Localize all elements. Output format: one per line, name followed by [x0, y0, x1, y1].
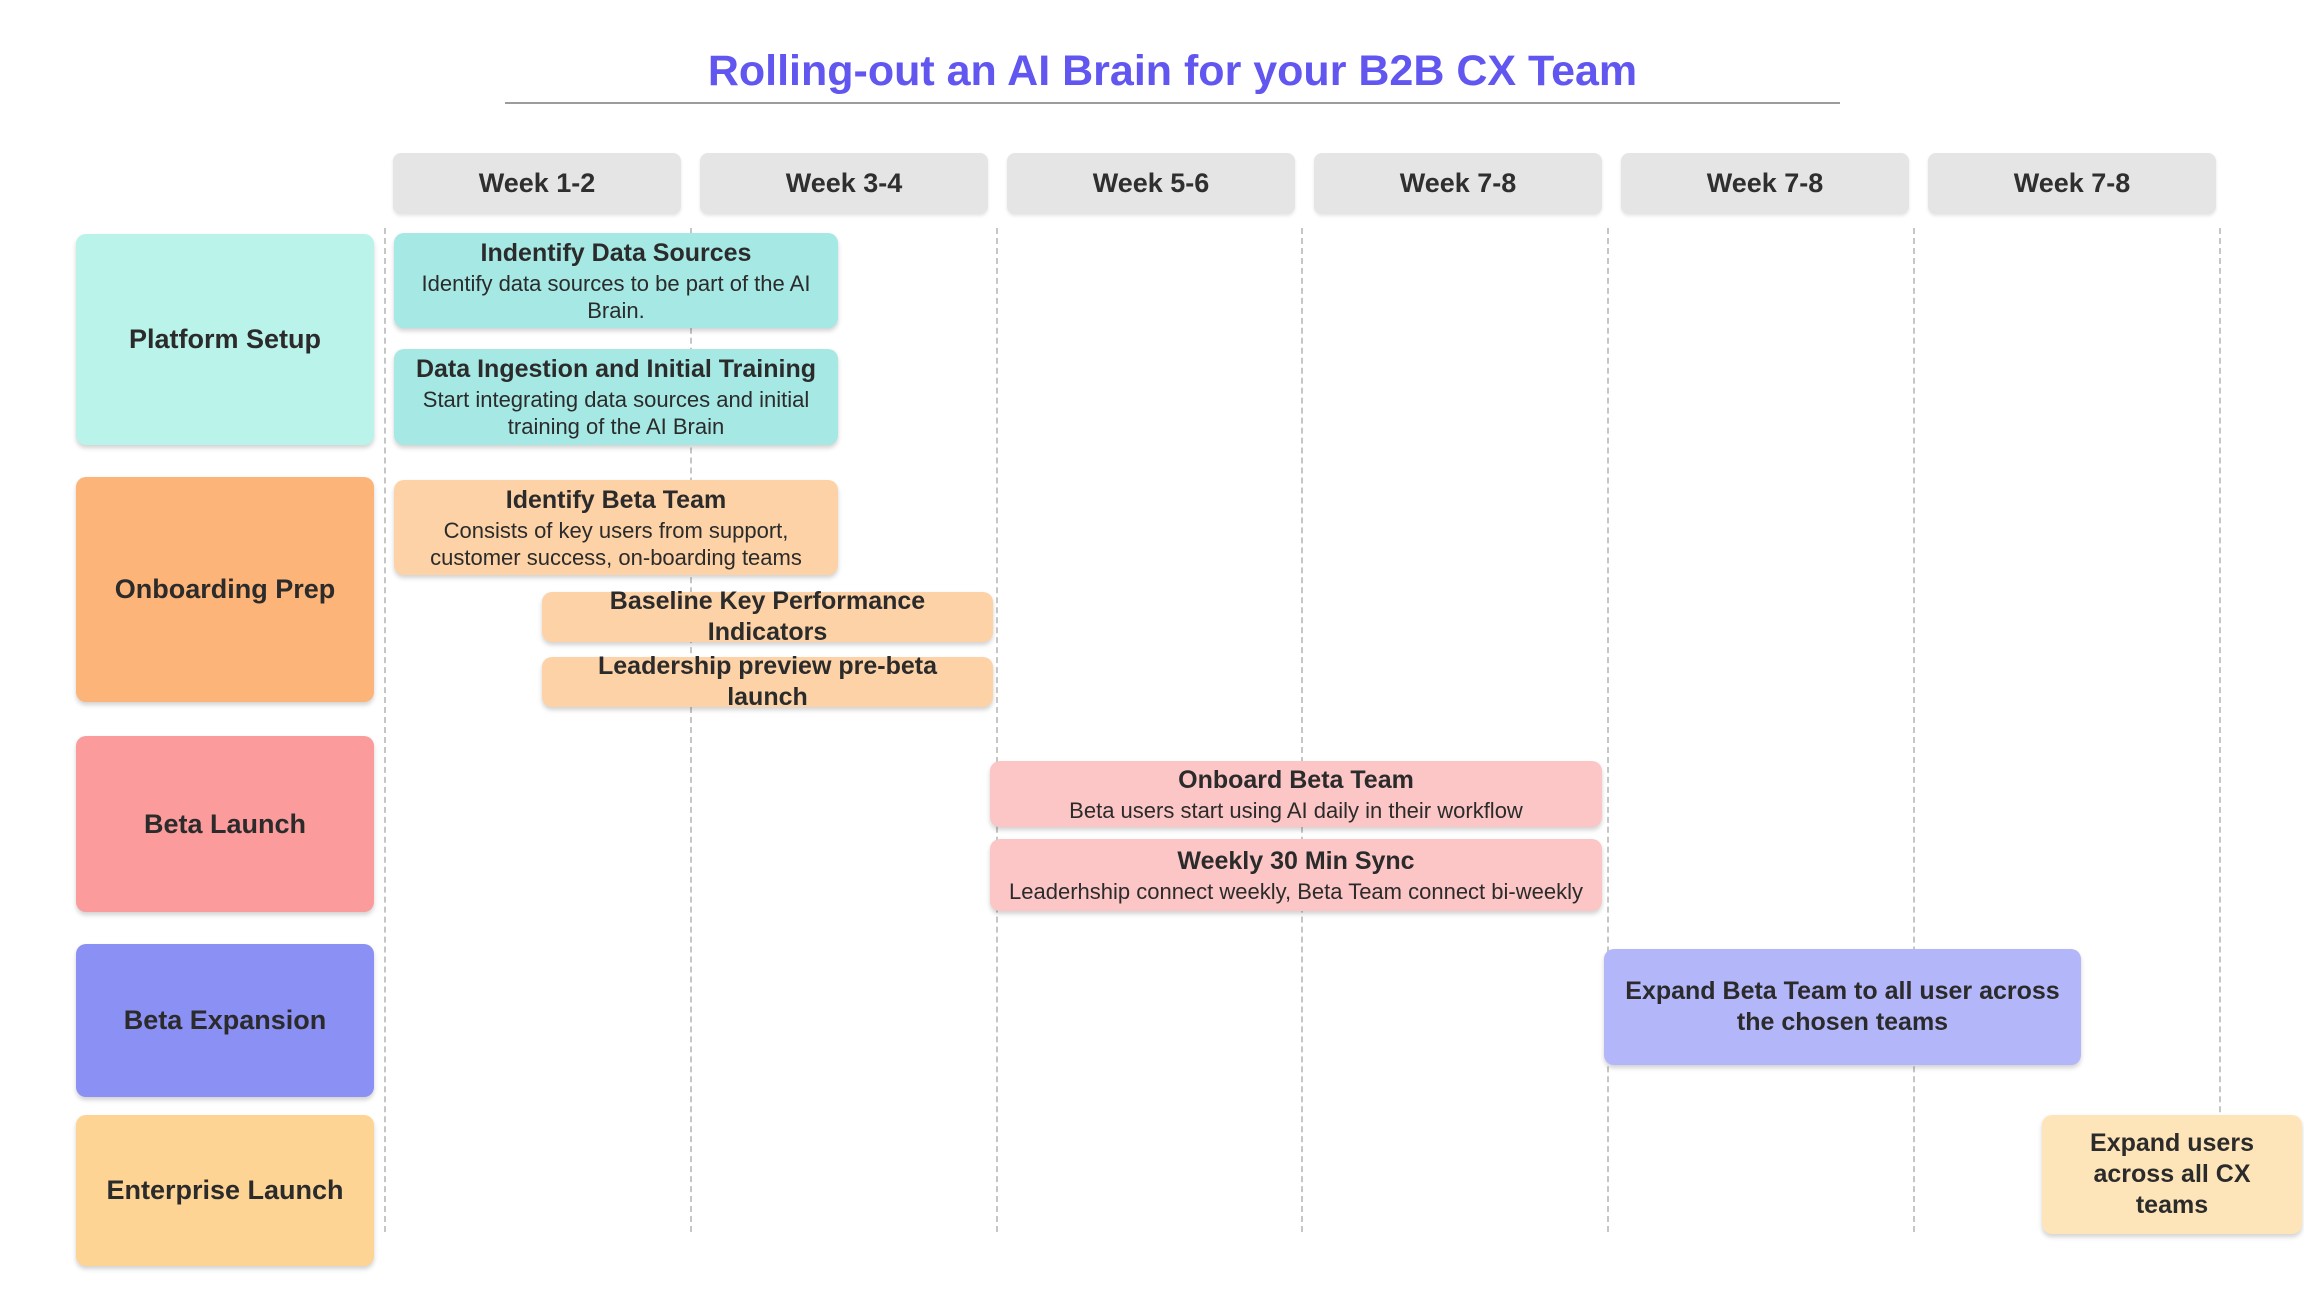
grid-line — [996, 228, 998, 1232]
grid-line — [690, 228, 692, 1232]
task-weekly-30-min-sync: Weekly 30 Min Sync Leaderhship connect w… — [990, 839, 1602, 911]
row-label-enterprise-launch: Enterprise Launch — [76, 1115, 374, 1266]
task-title: Expand Beta Team to all user across the … — [1625, 977, 2060, 1036]
grid-line — [1913, 228, 1915, 1232]
column-header-week-7-8-c: Week 7-8 — [1928, 153, 2216, 214]
column-header-week-3-4: Week 3-4 — [700, 153, 988, 214]
grid-line — [2219, 228, 2221, 1232]
task-title: Indentify Data Sources — [480, 238, 752, 267]
task-identify-data-sources: Indentify Data Sources Identify data sou… — [394, 233, 838, 328]
task-identify-beta-team: Identify Beta Team Consists of key users… — [394, 480, 838, 575]
task-subtitle: Leaderhship connect weekly, Beta Team co… — [1009, 878, 1583, 904]
column-header-week-7-8-a: Week 7-8 — [1314, 153, 1602, 214]
task-subtitle: Consists of key users from support, cust… — [430, 517, 802, 570]
task-title: Identify Beta Team — [505, 485, 727, 514]
grid-line — [384, 228, 386, 1232]
task-leadership-preview: Leadership preview pre-beta launch — [542, 652, 993, 711]
task-expand-beta-team: Expand Beta Team to all user across the … — [1604, 949, 2081, 1065]
column-header-week-7-8-b: Week 7-8 — [1621, 153, 1909, 214]
grid-line — [1607, 228, 1609, 1232]
column-header-week-5-6: Week 5-6 — [1007, 153, 1295, 214]
row-label-onboarding-prep: Onboarding Prep — [76, 477, 374, 702]
task-title: Expand users across all CX teams — [2090, 1129, 2254, 1219]
task-subtitle: Beta users start using AI daily in their… — [1069, 797, 1523, 823]
task-onboard-beta-team: Onboard Beta Team Beta users start using… — [990, 761, 1602, 827]
task-title: Data Ingestion and Initial Training — [415, 355, 817, 383]
task-title: Leadership preview pre-beta launch — [597, 652, 937, 711]
column-header-week-1-2: Week 1-2 — [393, 153, 681, 214]
row-label-beta-launch: Beta Launch — [76, 736, 374, 912]
task-data-ingestion-initial-training: Data Ingestion and Initial Training Star… — [394, 349, 838, 445]
row-label-beta-expansion: Beta Expansion — [76, 944, 374, 1097]
task-subtitle: Identify data sources to be part of the … — [421, 270, 811, 323]
task-title: Onboard Beta Team — [1178, 765, 1414, 794]
task-baseline-kpi: Baseline Key Performance Indicators — [542, 587, 993, 646]
task-expand-users-all-cx-teams: Expand users across all CX teams — [2042, 1115, 2302, 1234]
row-label-platform-setup: Platform Setup — [76, 234, 374, 445]
grid-line — [1301, 228, 1303, 1232]
task-title: Weekly 30 Min Sync — [1177, 846, 1415, 875]
task-title: Baseline Key Performance Indicators — [609, 587, 926, 646]
page-title: Rolling-out an AI Brain for your B2B CX … — [505, 45, 1840, 104]
task-subtitle: Start integrating data sources and initi… — [422, 387, 810, 439]
